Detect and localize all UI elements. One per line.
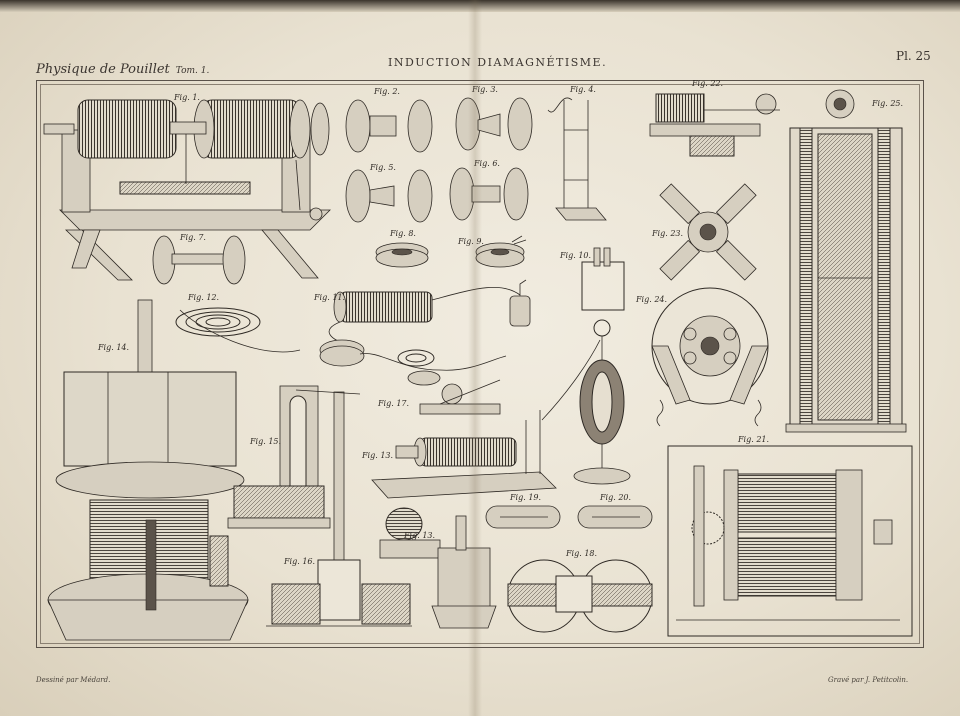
fig5-label: Fig. 5.	[369, 163, 396, 172]
fig14-glass-case-electromagnet	[47, 299, 249, 641]
fig8-label: Fig. 8.	[389, 229, 416, 238]
fig13-label: Fig. 13.	[361, 451, 393, 460]
fig11-label: Fig. 11.	[313, 293, 345, 302]
fig21-magneto-machine	[667, 445, 913, 637]
fig20-plate	[577, 505, 653, 529]
fig12-label: Fig. 12.	[187, 293, 219, 302]
fig2-label: Fig. 2.	[373, 87, 400, 96]
fig8-flat-coil	[375, 242, 429, 268]
book-title-text: Physique de Pouillet	[36, 62, 170, 77]
center-fold	[468, 0, 482, 716]
plate-title: INDUCTION DIAMAGNÉTISME.	[388, 56, 608, 69]
plate-number: Pl. 25	[896, 49, 931, 63]
fig16-diamagnetic-balance	[266, 389, 412, 627]
fig17-small-apparatus	[419, 379, 501, 415]
fig13b-disc-apparatus	[379, 507, 497, 629]
fig12-spiral-coils	[175, 307, 507, 386]
fig13-induction-coil	[371, 339, 601, 499]
plate-border	[36, 80, 924, 648]
fig19-plate	[485, 505, 561, 529]
fig22-rotating-machine	[649, 93, 780, 157]
fig20-label: Fig. 20.	[599, 493, 631, 502]
fig7-label: Fig. 7.	[179, 233, 206, 242]
fig15-tube-apparatus	[227, 385, 331, 529]
fig10-vessel	[581, 247, 625, 311]
fig17-label: Fig. 17.	[377, 399, 409, 408]
page-top-edge	[0, 0, 960, 12]
fig3-label: Fig. 3.	[471, 85, 498, 94]
suspended-sphere-apparatus	[573, 319, 631, 485]
fig6-label: Fig. 6.	[473, 159, 500, 168]
fig9-label: Fig. 9.	[457, 237, 484, 246]
fig2-pole-pieces	[345, 99, 433, 153]
fig25-label: Fig. 25.	[871, 99, 903, 108]
fig25-coil-column	[785, 89, 907, 433]
fig18-label: Fig. 18.	[565, 549, 597, 558]
fig24-label: Fig. 24.	[635, 295, 667, 304]
fig15-label: Fig. 15.	[249, 437, 281, 446]
fig23-star-armature	[659, 183, 757, 281]
fig4-label: Fig. 4.	[569, 85, 596, 94]
fig4-wire-frame	[547, 97, 607, 221]
fig7-magnet-poles	[152, 235, 246, 285]
engraving-credit-drawn: Dessiné par Médard.	[36, 676, 111, 684]
fig14-label: Fig. 14.	[97, 343, 129, 352]
book-title: Physique de Pouillet Tom. 1.	[36, 62, 209, 77]
fig21-label: Fig. 21.	[737, 435, 769, 444]
fig24-commutator-wheel	[651, 287, 769, 427]
fig1-label: Fig. 1.	[173, 93, 200, 102]
fig5-pole-pieces	[345, 169, 433, 223]
fig19-label: Fig. 19.	[509, 493, 541, 502]
fig11-solenoid	[328, 279, 531, 346]
plate-border-inner	[40, 84, 920, 644]
fig16-label: Fig. 16.	[283, 557, 315, 566]
fig22-label: Fig. 22.	[691, 79, 723, 88]
fig10-label: Fig. 10.	[559, 251, 591, 260]
fig13b-label: Fig. 13.	[403, 531, 435, 540]
fig3-pole-pieces	[455, 97, 533, 151]
fig23-label: Fig. 23.	[651, 229, 683, 238]
fig6-pole-pieces	[449, 167, 529, 221]
tome-number: Tom. 1.	[175, 66, 210, 76]
fig9-flat-coil	[475, 235, 527, 268]
fig1-induction-coil-apparatus	[43, 99, 331, 281]
fig18-sections	[507, 559, 653, 633]
engraving-credit-engraved: Gravé par J. Petitcolin.	[828, 676, 909, 684]
